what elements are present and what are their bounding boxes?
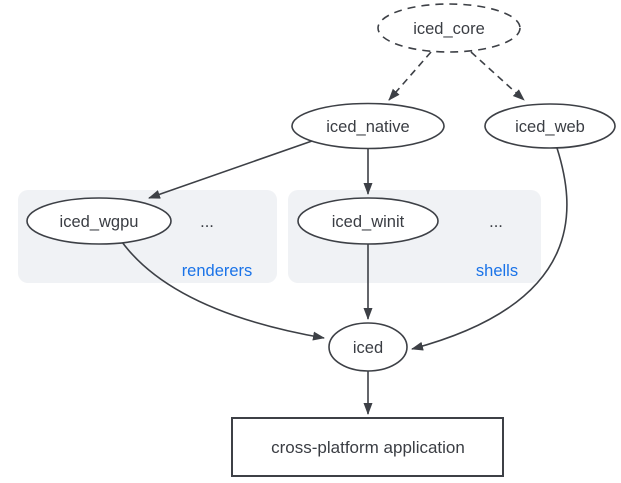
renderers-ellipsis: ... [200,213,214,231]
node-iced-native [291,102,445,150]
node-iced-label: iced [353,339,383,357]
edge-iced_core-to-iced_native [388,51,432,101]
node-iced-winit-label: iced_winit [332,213,405,231]
edge-iced_web-to-iced [411,147,568,351]
node-iced-core [377,3,521,53]
node-iced-web [484,103,616,149]
node-iced-core-label: iced_core [413,20,485,38]
renderers-group-label: renderers [182,262,253,280]
shells-ellipsis: ... [489,213,503,231]
node-cross-platform-application [231,417,504,477]
node-iced-web-label: iced_web [515,118,585,136]
node-iced-winit [297,197,439,245]
shells-group-label: shells [476,262,518,280]
node-iced-native-label: iced_native [326,118,409,136]
edge-iced_core-to-iced_web [470,51,525,101]
node-iced-wgpu [26,197,172,245]
node-cross-platform-application-label: cross-platform application [271,438,465,457]
node-iced-wgpu-label: iced_wgpu [60,213,139,231]
node-iced [328,322,408,372]
edge-iced_native-to-iced_wgpu [148,140,313,199]
edge-iced_wgpu-to-iced [121,241,325,341]
